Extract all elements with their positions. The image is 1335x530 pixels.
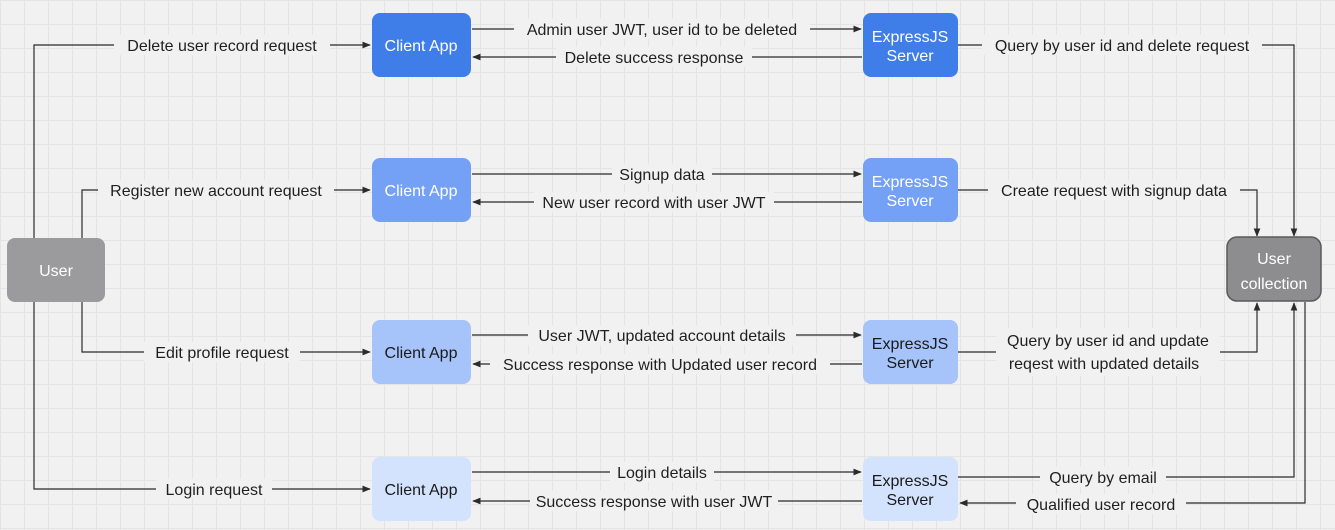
label-edit-to-db-line1: Query by user id and update — [1007, 333, 1209, 350]
node-user[interactable]: User — [7, 238, 105, 302]
server-label-line2: Server — [886, 355, 934, 372]
label-delete-request: Delete user record request — [127, 38, 317, 55]
label-edit-request: Edit profile request — [155, 345, 289, 362]
label-login-request: Login request — [166, 482, 264, 499]
edge-delete-to-db — [958, 44, 1298, 237]
server-label-line2: Server — [886, 193, 934, 210]
label-edit-to-client: Success response with Updated user recor… — [503, 357, 817, 374]
user-collection-box — [1226, 236, 1322, 302]
server-label-line1: ExpressJS — [872, 29, 948, 46]
server-box — [863, 457, 958, 521]
server-label-line1: ExpressJS — [872, 473, 948, 490]
client-label: Client App — [385, 345, 458, 362]
server-login[interactable]: ExpressJS Server — [863, 457, 958, 521]
client-app-register[interactable]: Client App — [372, 158, 471, 222]
user-box — [7, 238, 105, 302]
client-app-login[interactable]: Client App — [372, 457, 471, 521]
label-register-request: Register new account request — [110, 183, 322, 200]
label-delete-to-db: Query by user id and delete request — [995, 38, 1250, 55]
label-register-to-db: Create request with signup data — [1001, 183, 1227, 200]
server-label-line1: ExpressJS — [872, 174, 948, 191]
label-delete-to-client: Delete success response — [565, 50, 744, 67]
server-box — [863, 320, 958, 384]
label-edit-to-server: User JWT, updated account details — [538, 328, 785, 345]
client-label: Client App — [385, 38, 458, 55]
label-login-to-db: Query by email — [1049, 470, 1157, 487]
server-edit[interactable]: ExpressJS Server — [863, 320, 958, 384]
client-box — [372, 320, 471, 384]
client-box — [372, 158, 471, 222]
label-delete-to-server: Admin user JWT, user id to be deleted — [527, 22, 797, 39]
user-collection-label-line2: collection — [1241, 276, 1308, 293]
client-box — [372, 457, 471, 521]
label-db-to-login: Qualified user record — [1027, 497, 1176, 514]
user-collection-label-line1: User — [1257, 251, 1291, 268]
client-app-delete[interactable]: Client App — [372, 13, 471, 77]
label-register-to-server: Signup data — [619, 167, 705, 184]
edge-labels: Delete user record request Register new … — [98, 19, 1262, 514]
server-label-line2: Server — [886, 492, 934, 509]
server-box — [863, 13, 958, 77]
label-register-to-client: New user record with user JWT — [542, 195, 765, 212]
client-box — [372, 13, 471, 77]
node-user-collection[interactable]: User collection — [1226, 236, 1322, 302]
client-label: Client App — [385, 482, 458, 499]
server-box — [863, 158, 958, 222]
connectors — [33, 25, 1306, 507]
edge-delete-request — [33, 41, 371, 238]
edge-login-request — [33, 302, 371, 493]
label-edit-to-db-line2: reqest with updated details — [1009, 356, 1199, 373]
client-app-edit[interactable]: Client App — [372, 320, 471, 384]
client-label: Client App — [385, 183, 458, 200]
label-login-to-server: Login details — [617, 465, 707, 482]
server-label-line2: Server — [886, 48, 934, 65]
server-register[interactable]: ExpressJS Server — [863, 158, 958, 222]
server-label-line1: ExpressJS — [872, 336, 948, 353]
label-login-to-client: Success response with user JWT — [536, 494, 773, 511]
user-label: User — [39, 263, 73, 280]
server-delete[interactable]: ExpressJS Server — [863, 13, 958, 77]
